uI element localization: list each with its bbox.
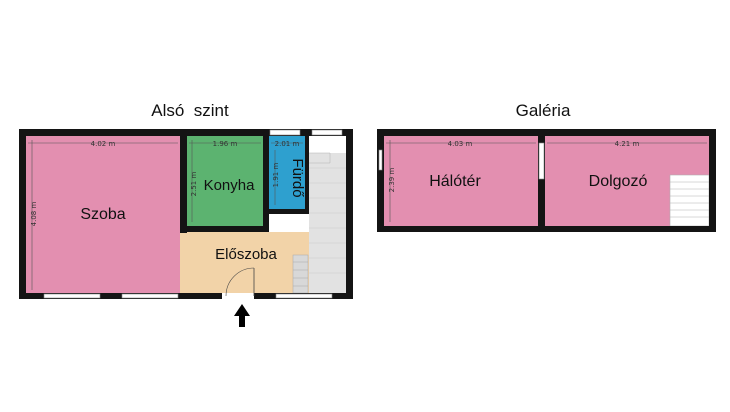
room-szoba	[26, 136, 180, 293]
lower-floor-title: Alsó szint	[151, 101, 229, 120]
dimension-lines-gallery	[386, 140, 707, 222]
room-konyha	[187, 136, 263, 232]
room-label-szoba: Szoba	[80, 206, 125, 223]
room-label-konyha: Konyha	[204, 177, 256, 194]
stairs-gallery	[669, 174, 710, 227]
dimension-lines-lower	[28, 140, 303, 290]
stairs-lower-area	[309, 153, 346, 293]
dim-dolgozo-width: 4.21 m	[615, 140, 640, 148]
gallery-title: Galéria	[516, 101, 571, 120]
walls-lower	[19, 129, 353, 299]
dim-konyha-height: 2.51 m	[190, 172, 198, 197]
dim-haloter-width: 4.03 m	[448, 140, 473, 148]
dim-furdo-width: 2.01 m	[275, 140, 300, 148]
openings-gallery	[378, 142, 545, 180]
stairs-lower	[292, 152, 346, 294]
room-label-eloszoba: Előszoba	[215, 246, 277, 263]
arrow-up-icon	[234, 304, 250, 327]
dim-haloter-height: 2.39 m	[388, 168, 396, 193]
room-eloszoba	[180, 232, 309, 293]
entrance-door	[222, 267, 255, 299]
room-haloter	[384, 136, 538, 226]
walls-gallery	[377, 129, 716, 232]
gallery-floor: 4.03 m 4.21 m 2.39 m Hálótér Dolgozó	[377, 129, 716, 232]
room-label-furdo: Fürdő	[289, 158, 306, 197]
lower-floor: 4.02 m 1.96 m 2.01 m 4.08 m 2.51 m 1.91 …	[19, 129, 353, 327]
dim-konyha-width: 1.96 m	[213, 140, 238, 148]
dim-furdo-height: 1.91 m	[272, 163, 280, 188]
windows-lower	[43, 129, 343, 299]
room-furdo	[269, 136, 309, 209]
dim-szoba-width: 4.02 m	[91, 140, 116, 148]
room-label-dolgozo: Dolgozó	[589, 173, 648, 190]
room-label-haloter: Hálótér	[429, 173, 481, 190]
dim-szoba-height: 4.08 m	[30, 202, 38, 227]
